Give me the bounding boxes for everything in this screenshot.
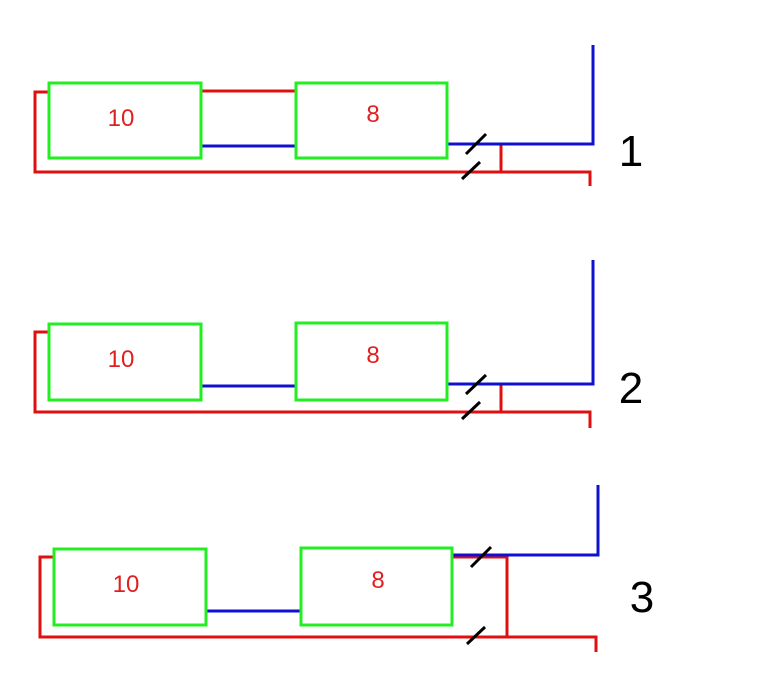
scheme-3-valve-mark-lower	[465, 625, 487, 646]
scheme-2-supply-pipe	[33, 330, 592, 428]
scheme-3: 10 8 3	[38, 485, 654, 652]
scheme-3-radiator-1-label: 10	[113, 571, 140, 598]
scheme-1-radiator-1-label: 10	[108, 105, 135, 132]
scheme-2-number: 2	[619, 364, 643, 413]
scheme-1-supply-pipe	[33, 90, 592, 186]
scheme-3-supply-pipe	[38, 555, 598, 652]
scheme-1-number: 1	[619, 127, 643, 176]
scheme-3-radiator-2-label: 8	[371, 567, 384, 594]
scheme-2-radiator-2-label: 8	[366, 342, 379, 369]
scheme-1-radiator-1	[47, 81, 203, 160]
scheme-3-supply-riser	[452, 555, 509, 637]
scheme-3-valve-mark-upper	[469, 545, 493, 569]
scheme-2-return-pipe	[447, 260, 595, 386]
scheme-1-radiator-2-label: 8	[366, 101, 379, 128]
scheme-2-valve-mark-upper	[464, 373, 488, 396]
scheme-3-radiator-2	[299, 546, 454, 627]
scheme-2-radiator-2	[294, 321, 449, 402]
scheme-3-return-pipe	[452, 485, 600, 557]
scheme-3-radiator-1	[52, 547, 208, 627]
scheme-1: 10 8 1	[33, 45, 643, 186]
scheme-2-valve-mark-lower	[460, 400, 482, 421]
scheme-3-number: 3	[630, 573, 654, 622]
scheme-2-radiator-1-label: 10	[108, 346, 135, 373]
scheme-1-valve-mark-lower	[460, 160, 482, 181]
scheme-2-radiator-1	[47, 322, 203, 402]
scheme-2: 10 8 2	[33, 260, 643, 428]
scheme-1-valve-mark-upper	[464, 132, 488, 156]
scheme-1-radiator-2	[294, 81, 449, 160]
scheme-1-return-pipe	[447, 45, 595, 146]
